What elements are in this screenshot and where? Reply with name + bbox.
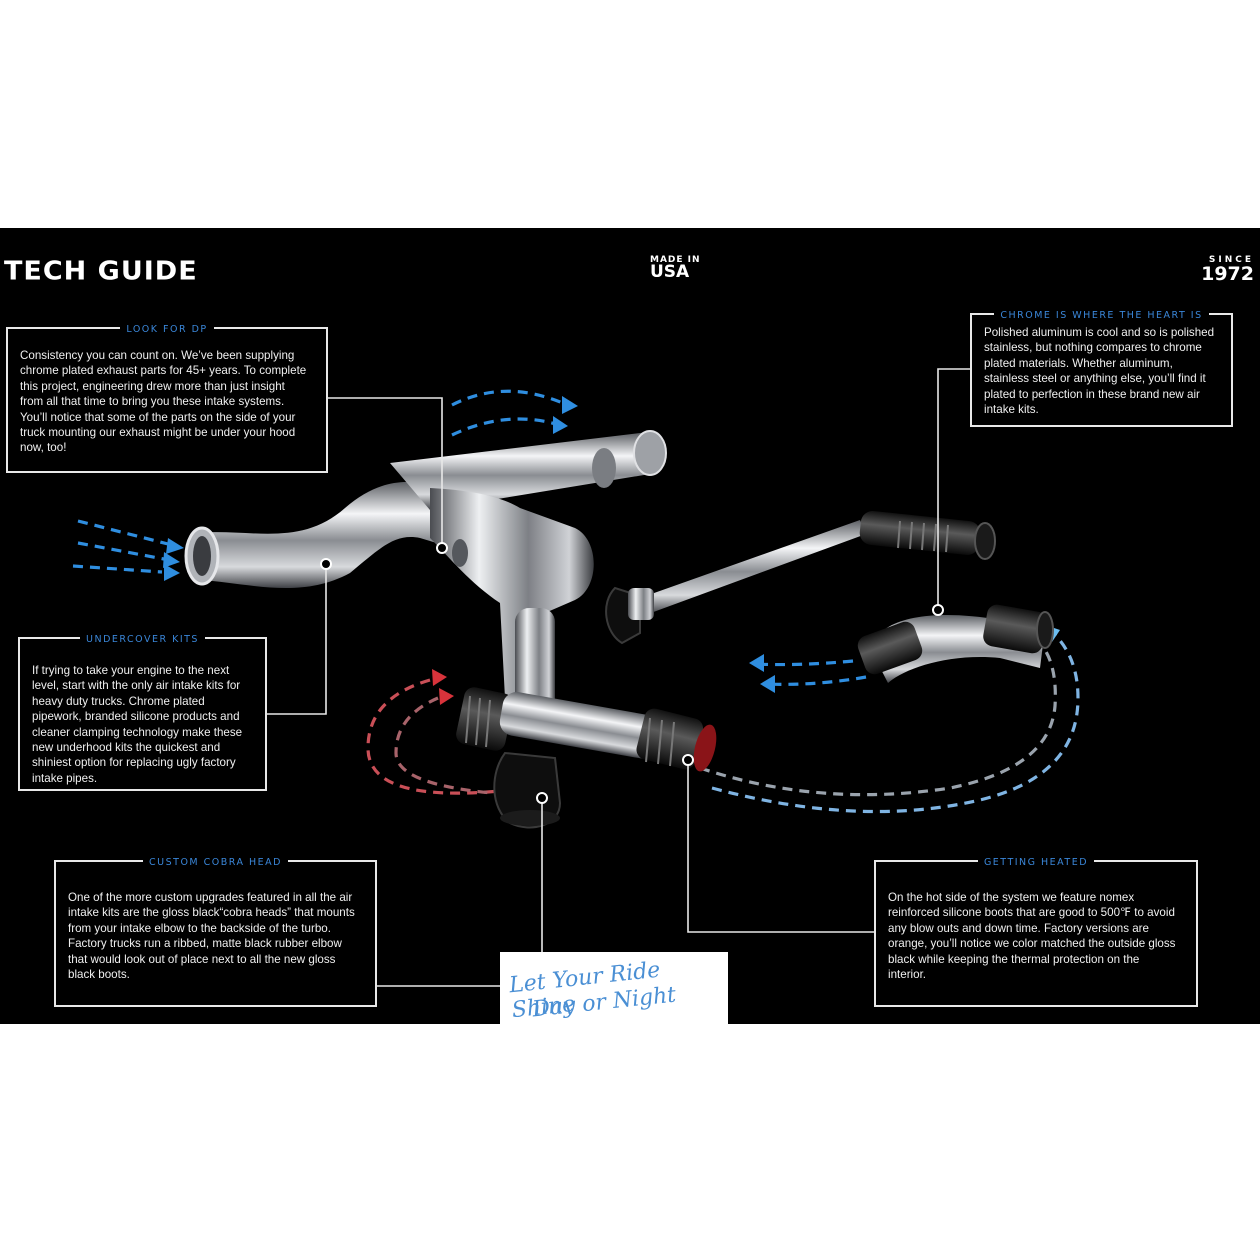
- airflow-arrowheads-red: [432, 669, 454, 705]
- airflow-arrows-blue: [72, 389, 867, 686]
- callout-text: One of the more custom upgrades featured…: [68, 891, 355, 982]
- callout-heading: CUSTOM COBRA HEAD: [143, 857, 288, 868]
- callout-text: Polished aluminum is cool and so is poli…: [984, 326, 1215, 417]
- since-badge: SINCE 1972: [1201, 256, 1254, 284]
- since-label: SINCE: [1208, 255, 1254, 265]
- chrome-intake-pipe-main: [184, 430, 667, 718]
- leader-chrome-heart: [937, 368, 970, 609]
- made-in-usa-badge: MADE IN USA: [650, 256, 701, 281]
- usa-label: USA: [650, 262, 690, 282]
- callout-heading: GETTING HEATED: [977, 857, 1095, 868]
- flow-arrow-right-1: [753, 659, 854, 667]
- tagline-banner: Let Your Ride Shine Day or Night: [500, 952, 728, 1024]
- callout-text: On the hot side of the system we feature…: [888, 891, 1176, 982]
- flow-arrow-right-2: [764, 675, 867, 686]
- callout-heading: UNDERCOVER KITS: [80, 634, 205, 645]
- callout-undercover-kits: UNDERCOVER KITS If trying to take your e…: [18, 634, 267, 791]
- airflow-arrowheads-blue: [163, 396, 775, 693]
- callout-text: Consistency you can count on. We’ve been…: [20, 349, 307, 455]
- callout-chrome-heart: CHROME IS WHERE THE HEART IS Polished al…: [970, 310, 1233, 427]
- cold-side-pipe: [605, 511, 996, 645]
- intake-illustration: [72, 368, 1080, 987]
- leader-undercover-kits: [266, 564, 327, 715]
- flow-arrow-top-1: [451, 389, 566, 407]
- callout-heading: LOOK FOR DP: [120, 324, 214, 335]
- since-year: 1972: [1201, 263, 1254, 285]
- leader-look-for-dp: [328, 397, 443, 548]
- page-title: TECH GUIDE: [4, 256, 198, 287]
- made-in-label: MADE IN: [650, 255, 701, 265]
- callout-getting-heated: GETTING HEATED On the hot side of the sy…: [874, 857, 1198, 1007]
- leader-getting-heated: [687, 761, 874, 933]
- callout-custom-cobra-head: CUSTOM COBRA HEAD One of the more custom…: [54, 857, 377, 1007]
- flow-arrow-left-1: [77, 519, 169, 546]
- callout-markers: [320, 542, 944, 804]
- turbo-inlet-elbow: [857, 604, 1054, 683]
- flow-arrow-left-2: [77, 541, 165, 561]
- flow-arrow-left-3: [72, 564, 163, 574]
- airflow-arrows-heated: [366, 630, 1080, 814]
- flow-arrow-top-2: [451, 417, 557, 437]
- tech-guide-panel: TECH GUIDE MADE IN USA SINCE 1972 LOOK F…: [0, 228, 1260, 1024]
- callout-heading: CHROME IS WHERE THE HEART IS: [994, 310, 1209, 321]
- callout-look-for-dp: LOOK FOR DP Consistency you can count on…: [6, 324, 328, 473]
- callout-text: If trying to take your engine to the nex…: [32, 664, 243, 785]
- hot-side-pipe-assembly: [456, 687, 717, 829]
